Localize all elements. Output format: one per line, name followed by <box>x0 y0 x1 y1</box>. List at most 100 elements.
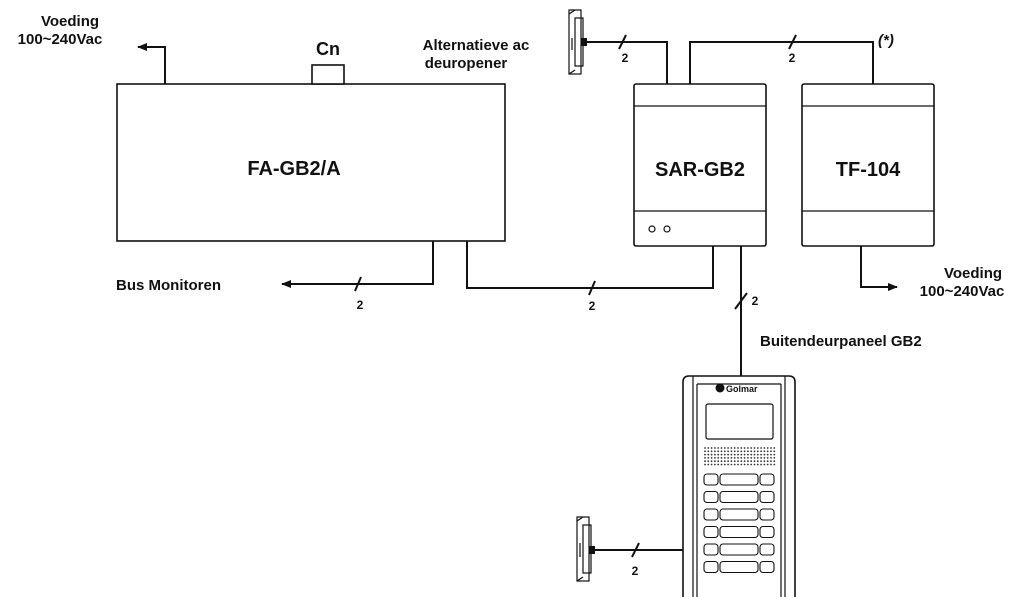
panel-button-cap <box>759 543 775 556</box>
panel-button-cap <box>703 560 719 574</box>
grille-dot <box>733 447 736 449</box>
wire-sar-panel-slash <box>734 292 748 310</box>
grille-dot <box>766 453 769 456</box>
grille-dot <box>760 450 762 453</box>
grille-dot <box>766 450 769 453</box>
grille-dot <box>730 460 733 463</box>
grille-dot <box>760 457 762 459</box>
wire-lock-top <box>587 41 668 84</box>
panel-call-button <box>719 473 759 486</box>
wire-fa-sar <box>466 241 714 289</box>
grille-dot <box>727 450 729 453</box>
grille-dot <box>733 460 736 463</box>
grille-dot <box>753 463 756 466</box>
wire-count-lock-bottom: 2 <box>632 564 639 578</box>
panel-button-rows <box>703 473 775 574</box>
grille-dot <box>740 460 743 463</box>
grille-dot <box>753 450 756 453</box>
grille-dot <box>753 457 756 459</box>
grille-dot <box>707 457 710 459</box>
grille-dot <box>773 457 776 459</box>
grille-dot <box>723 453 726 456</box>
grille-dot <box>747 447 749 449</box>
grille-dot <box>743 463 746 466</box>
grille-dot <box>710 457 713 459</box>
panel-call-button <box>719 490 759 504</box>
wire-count-sar-panel: 2 <box>752 294 759 308</box>
grille-dot <box>707 463 710 466</box>
grille-dot <box>756 460 759 463</box>
wire-sar-tf-slash <box>788 34 797 50</box>
panel-button-cap <box>703 525 719 539</box>
grille-dot <box>743 453 746 456</box>
grille-dot <box>760 463 762 466</box>
grille-dot <box>710 463 713 466</box>
grille-dot <box>753 447 756 449</box>
grille-dot <box>747 463 749 466</box>
grille-dot <box>747 453 749 456</box>
grille-dot <box>737 447 739 449</box>
grille-dot <box>773 460 776 463</box>
grille-dot <box>756 457 759 459</box>
grille-dot <box>727 447 729 449</box>
grille-dot <box>773 463 776 466</box>
panel-button-cap <box>703 508 719 521</box>
grille-dot <box>720 450 723 453</box>
alt-lock-label-line1: Alternatieve ac <box>423 37 530 54</box>
grille-dot <box>723 447 726 449</box>
fa-gb2a-box <box>116 83 506 242</box>
grille-dot <box>750 453 753 456</box>
sar-led-1 <box>648 225 656 233</box>
panel-button-cap <box>759 560 775 574</box>
grille-dot <box>714 460 716 463</box>
voeding-right-label: Voeding <box>944 265 1002 282</box>
panel-speaker-grille <box>704 447 776 466</box>
grille-dot <box>756 463 759 466</box>
wire-count-sar-tf: 2 <box>789 51 796 65</box>
panel-button-cap <box>703 473 719 486</box>
grille-dot <box>766 463 769 466</box>
grille-dot <box>756 453 759 456</box>
door-strike-top-icon <box>568 9 587 75</box>
grille-dot <box>704 460 706 463</box>
panel-call-button <box>719 508 759 521</box>
grille-dot <box>707 450 710 453</box>
grille-dot <box>737 450 739 453</box>
panel-call-button <box>719 543 759 556</box>
panel-call-button <box>719 560 759 574</box>
grille-dot <box>704 450 706 453</box>
voeding-left-label: Voeding <box>41 13 99 30</box>
fa-gb2a-title: FA-GB2/A <box>247 158 340 180</box>
grille-dot <box>740 450 743 453</box>
voeding-right-voltage: 100~240Vac <box>920 283 1005 300</box>
grille-dot <box>737 460 739 463</box>
grille-dot <box>730 447 733 449</box>
grille-dot <box>760 460 762 463</box>
grille-dot <box>730 453 733 456</box>
grille-dot <box>733 463 736 466</box>
grille-dot <box>727 453 729 456</box>
wire-lock-bottom-slash <box>631 542 640 558</box>
grille-dot <box>707 447 710 449</box>
grille-dot <box>727 460 729 463</box>
grille-dot <box>773 453 776 456</box>
svg-text:Golmar: Golmar <box>726 384 758 394</box>
grille-dot <box>727 457 729 459</box>
grille-dot <box>770 463 772 466</box>
grille-dot <box>763 463 766 466</box>
grille-dot <box>733 450 736 453</box>
grille-dot <box>753 460 756 463</box>
grille-dot <box>763 453 766 456</box>
grille-dot <box>766 447 769 449</box>
grille-dot <box>760 447 762 449</box>
grille-dot <box>750 457 753 459</box>
wire-sar-tf <box>689 41 874 84</box>
grille-dot <box>717 460 720 463</box>
grille-dot <box>730 450 733 453</box>
golmar-logo: Golmar <box>715 383 758 394</box>
grille-dot <box>717 453 720 456</box>
grille-dot <box>747 457 749 459</box>
grille-dot <box>743 450 746 453</box>
wire-bus-monitoren-slash <box>354 276 362 292</box>
